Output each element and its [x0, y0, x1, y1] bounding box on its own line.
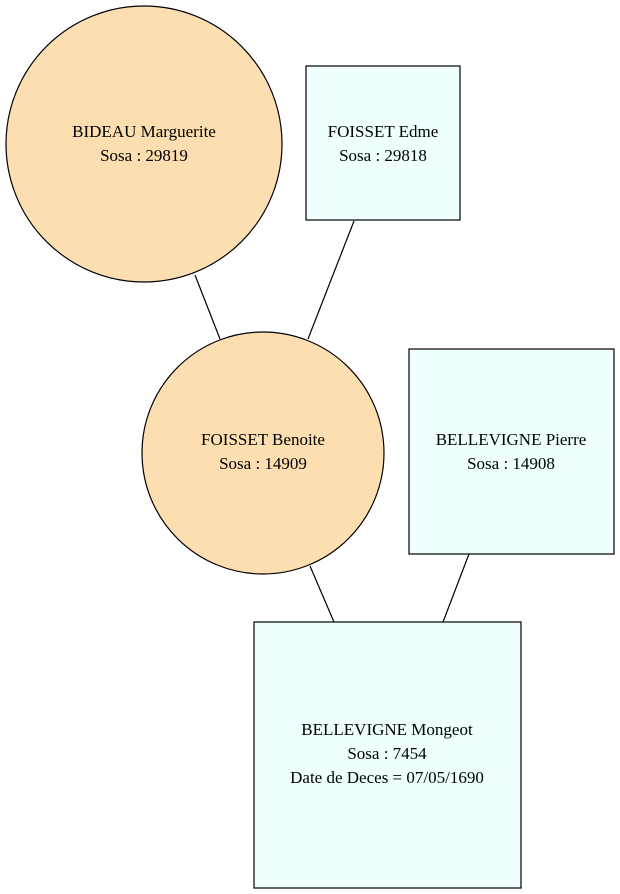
person-sosa: Sosa : 29819 [100, 146, 188, 165]
person-node-foisset-edme[interactable]: FOISSET Edme Sosa : 29818 [305, 65, 461, 221]
edge-edme-to-benoite [307, 220, 355, 340]
person-sosa: Sosa : 29818 [339, 146, 427, 165]
person-sosa: Sosa : 14908 [467, 454, 555, 473]
person-name: BELLEVIGNE Pierre [436, 430, 587, 449]
person-sosa: Sosa : 14909 [219, 454, 307, 473]
female-node-shape [141, 331, 385, 575]
person-node-bellevigne-mongeot[interactable]: BELLEVIGNE Mongeot Sosa : 7454 Date de D… [253, 621, 522, 889]
person-node-bellevigne-pierre[interactable]: BELLEVIGNE Pierre Sosa : 14908 [408, 348, 615, 555]
male-node-shape [253, 621, 522, 889]
edge-pierre-to-mongeot [442, 553, 470, 623]
female-node-shape [5, 5, 283, 283]
male-node-shape [408, 348, 615, 555]
person-node-foisset-benoite[interactable]: FOISSET Benoite Sosa : 14909 [141, 331, 385, 575]
person-name: FOISSET Benoite [201, 430, 325, 449]
person-name: BIDEAU Marguerite [72, 122, 216, 141]
person-node-bideau-marguerite[interactable]: BIDEAU Marguerite Sosa : 29819 [5, 5, 283, 283]
person-name: BELLEVIGNE Mongeot [301, 720, 473, 739]
edge-bideau-to-benoite [194, 274, 221, 340]
male-node-shape [305, 65, 461, 221]
person-name: FOISSET Edme [328, 122, 439, 141]
person-death-date: Date de Deces = 07/05/1690 [290, 768, 484, 787]
edge-benoite-to-mongeot [309, 565, 335, 623]
person-sosa: Sosa : 7454 [347, 744, 427, 763]
